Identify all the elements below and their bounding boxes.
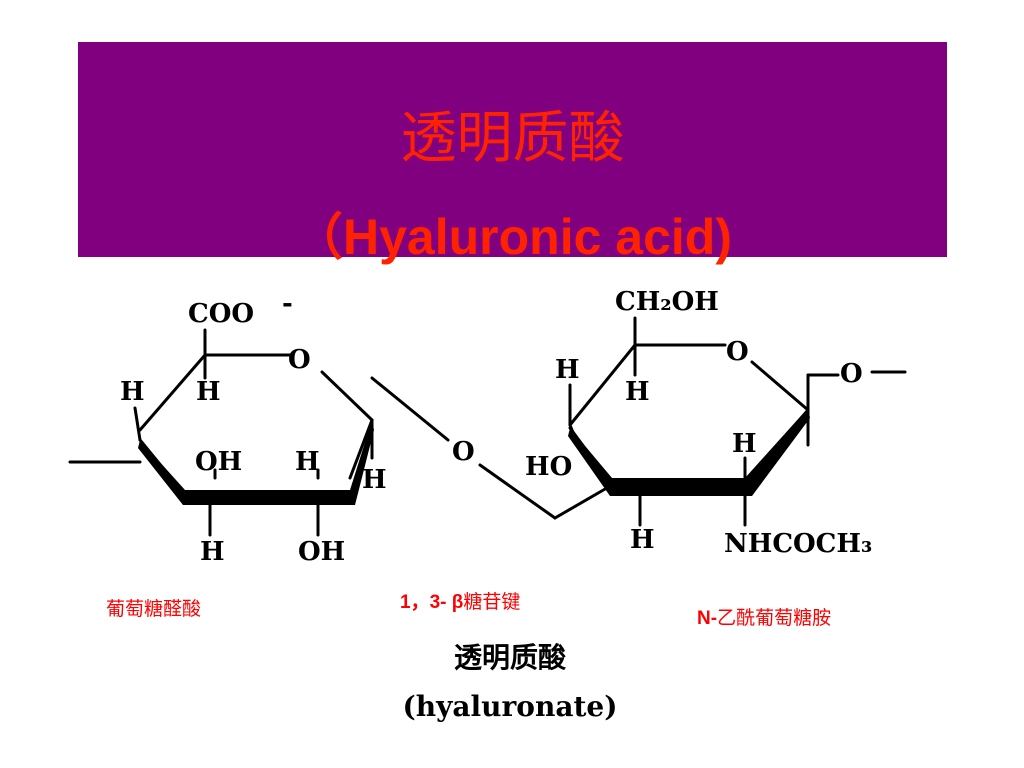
left-h-c4-top: H — [196, 377, 221, 407]
label-acetylglucosamine-suffix: 乙酰葡萄糖胺 — [717, 607, 832, 629]
label-glycosidic-bond-prefix: 1，3- β — [400, 592, 464, 613]
right-ring-o-c1 — [750, 360, 810, 412]
right-chain-oxygen: O — [840, 359, 863, 389]
right-ho-c4: HO — [525, 452, 572, 482]
label-acetylglucosamine: N-乙酰葡萄糖胺 — [697, 607, 831, 630]
left-h-c3-bottom: H — [200, 537, 225, 567]
left-ring-c1-c2 — [348, 418, 374, 480]
right-ring-c4-c5 — [568, 343, 637, 427]
label-acetylglucosamine-prefix: N- — [697, 608, 718, 629]
glycosidic-oxygen: O — [452, 437, 475, 467]
glycosidic-bond-3 — [553, 483, 614, 520]
right-h-c3-bottom: H — [630, 525, 655, 555]
title-chinese: 透明质酸 — [400, 106, 625, 171]
right-h-c2: H — [732, 429, 757, 459]
caption-english: (hyaluronate) — [402, 690, 618, 723]
right-ch2oh: CH₂OH — [615, 287, 719, 317]
left-c4-h-bond — [133, 406, 142, 442]
caption-chinese: 透明质酸 — [453, 641, 566, 674]
left-h-c1: H — [362, 465, 387, 495]
glycosidic-bond-1 — [370, 376, 450, 442]
left-oh-c3: OH — [195, 447, 242, 477]
left-ring-bold-bond — [138, 420, 374, 505]
left-ring-oxygen: O — [288, 345, 311, 375]
carboxylate-label: COO — [188, 299, 254, 329]
title-banner: 透明质酸 （Hyaluronic acid) — [78, 42, 947, 265]
label-glucuronic-acid: 葡萄糖醛酸 — [106, 598, 202, 620]
label-glycosidic-bond: 1，3- β糖苷键 — [400, 591, 520, 614]
carboxylate-charge: - — [282, 289, 293, 319]
right-h-c5: H — [625, 377, 650, 407]
right-ring-bold-bond — [568, 408, 810, 496]
left-ring-o-c1 — [320, 370, 374, 422]
left-h-c2-top: H — [295, 447, 320, 477]
left-oh-c2-bottom: OH — [298, 537, 345, 567]
left-h-c4-left: H — [120, 377, 145, 407]
left-ring-c4-c5 — [138, 353, 207, 432]
glycosidic-bond-2 — [478, 463, 557, 520]
right-h-c4-top: H — [555, 355, 580, 385]
label-glycosidic-bond-suffix: 糖苷键 — [463, 591, 521, 613]
right-nhcoch3: NHCOCH₃ — [724, 529, 872, 559]
right-ring-oxygen: O — [726, 337, 749, 367]
title-english: （Hyaluronic acid) — [293, 209, 732, 265]
